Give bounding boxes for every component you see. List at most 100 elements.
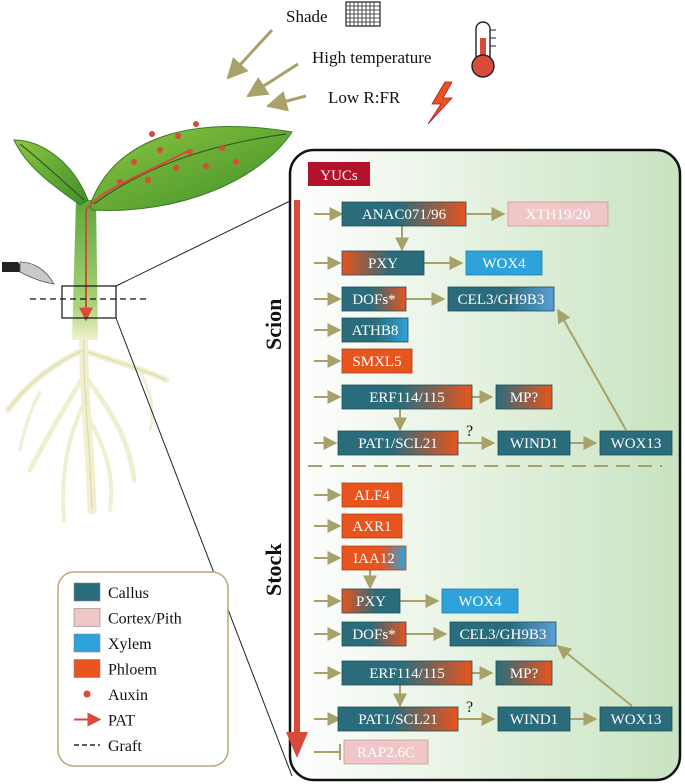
- legend-label: Graft: [108, 738, 142, 755]
- node-mp-scion: MP?: [495, 384, 553, 410]
- legend-item-callus: Callus: [73, 582, 149, 602]
- svg-text:RAP2.6C: RAP2.6C: [357, 745, 415, 761]
- node-iaa12: IAA12: [341, 545, 407, 571]
- right-leaf: [89, 126, 293, 211]
- svg-text:PAT1/SCL21: PAT1/SCL21: [358, 712, 437, 728]
- svg-text:SMXL5: SMXL5: [352, 354, 401, 370]
- svg-text:ATHB8: ATHB8: [352, 323, 399, 339]
- svg-text:ANAC071/96: ANAC071/96: [362, 207, 447, 223]
- pathway-panel: YUCs Scion Stock: [261, 148, 682, 782]
- factor-high-temperature: High temperature: [312, 48, 431, 67]
- yucs-box: [308, 162, 370, 186]
- svg-text:IAA12: IAA12: [353, 551, 395, 567]
- svg-text:DOFs*: DOFs*: [352, 627, 395, 643]
- node-wind1-scion: WIND1: [497, 430, 571, 456]
- zoom-line-bottom: [115, 317, 293, 777]
- legend-item-pat: PAT: [74, 712, 135, 730]
- legend-marker: [73, 633, 101, 653]
- node-cel3-stock: CEL3/GH9B3: [449, 621, 557, 647]
- legend-label: Auxin: [108, 687, 148, 704]
- pat-arrow: [79, 149, 191, 322]
- signal-arrows: [226, 28, 307, 112]
- legend-marker: [73, 659, 101, 678]
- svg-text:ERF114/115: ERF114/115: [369, 666, 445, 682]
- svg-text:MP?: MP?: [510, 666, 539, 682]
- svg-text:CEL3/GH9B3: CEL3/GH9B3: [458, 292, 545, 308]
- node-wox4-scion: WOX4: [465, 250, 543, 276]
- node-wox13-stock: WOX13: [599, 706, 673, 732]
- node-alf4: ALF4: [341, 482, 403, 508]
- node-pxy-scion: PXY: [341, 250, 425, 276]
- svg-text:PXY: PXY: [356, 594, 386, 610]
- node-xth19-20: XTH19/20: [507, 201, 609, 227]
- node-erf114-115-scion: ERF114/115: [341, 384, 473, 410]
- svg-text:DOFs*: DOFs*: [352, 292, 395, 308]
- svg-text:PAT1/SCL21: PAT1/SCL21: [358, 436, 437, 452]
- legend-item-xylem: Xylem: [73, 633, 152, 653]
- left-leaf: [13, 139, 89, 206]
- thermometer-icon: [471, 21, 496, 78]
- svg-text:WIND1: WIND1: [510, 436, 558, 452]
- legend-marker: [83, 690, 91, 698]
- node-wind1-stock: WIND1: [497, 706, 571, 732]
- svg-text:WOX4: WOX4: [458, 594, 502, 610]
- svg-text:MP?: MP?: [510, 390, 539, 406]
- pathway-connectors: [314, 207, 633, 726]
- node-athb8: ATHB8: [341, 317, 409, 343]
- knife-icon: [2, 261, 55, 285]
- lightning-icon: [427, 81, 453, 125]
- factor-shade: Shade: [286, 7, 328, 26]
- svg-text:PXY: PXY: [368, 256, 398, 272]
- svg-text:AXR1: AXR1: [352, 519, 391, 535]
- svg-text:ERF114/115: ERF114/115: [369, 390, 445, 406]
- scion-uncertain-mark: ?: [466, 423, 473, 440]
- legend-label: Phloem: [108, 662, 157, 679]
- stock-uncertain-mark: ?: [466, 699, 473, 716]
- svg-text:WIND1: WIND1: [510, 712, 558, 728]
- environment-factors: Shade High temperature Low R:FR: [226, 1, 496, 125]
- node-dofs-stock: DOFs*: [341, 621, 407, 647]
- main-auxin-arrow-head: [286, 732, 308, 758]
- node-smxl5: SMXL5: [341, 348, 413, 374]
- node-wox4-stock: WOX4: [441, 588, 519, 614]
- legend-item-phloem: Phloem: [73, 659, 157, 679]
- legend-label: Callus: [108, 585, 149, 602]
- inhibition-rap: [314, 744, 341, 760]
- legend-marker: [73, 608, 101, 627]
- legend-label: PAT: [108, 713, 135, 730]
- legend-marker: [73, 582, 101, 602]
- legend-item-cortex-pith: Cortex/Pith: [73, 608, 182, 628]
- plant-illustration: [2, 121, 293, 777]
- zoom-line-top: [115, 199, 293, 287]
- svg-text:WOX13: WOX13: [611, 712, 662, 728]
- node-erf114-115-stock: ERF114/115: [341, 660, 473, 686]
- svg-text:WOX4: WOX4: [482, 256, 526, 272]
- node-mp-stock: MP?: [495, 660, 553, 686]
- node-anac071-96: ANAC071/96: [341, 201, 467, 227]
- svg-text:XTH19/20: XTH19/20: [526, 207, 591, 223]
- legend-item-auxin: Auxin: [83, 687, 148, 704]
- node-wox13-scion: WOX13: [599, 430, 673, 456]
- stock-label: Stock: [261, 543, 286, 596]
- node-pxy-stock: PXY: [341, 588, 401, 614]
- node-pat1-stock: PAT1/SCL21: [337, 706, 459, 732]
- node-pat1-scion: PAT1/SCL21: [337, 430, 459, 456]
- gene-nodes: ANAC071/96 XTH19/20 PXY WOX4 DOFs* CEL3/…: [337, 201, 673, 765]
- node-rap2-6c: RAP2.6C: [343, 739, 429, 765]
- legend-label: Cortex/Pith: [108, 611, 182, 628]
- scion-label: Scion: [261, 299, 286, 350]
- factor-low-rfr: Low R:FR: [328, 88, 401, 107]
- legend-item-graft: Graft: [74, 738, 142, 755]
- svg-text:CEL3/GH9B3: CEL3/GH9B3: [460, 627, 547, 643]
- node-dofs-scion: DOFs*: [341, 286, 407, 312]
- legend-label: Xylem: [108, 636, 152, 653]
- graft-zoom-box: [61, 285, 117, 319]
- svg-text:ALF4: ALF4: [354, 488, 390, 504]
- node-axr1: AXR1: [341, 513, 403, 539]
- auxin-dots: [117, 121, 239, 185]
- yucs-label: YUCs: [320, 168, 358, 184]
- svg-text:WOX13: WOX13: [611, 436, 662, 452]
- shade-grid-icon: [345, 1, 381, 27]
